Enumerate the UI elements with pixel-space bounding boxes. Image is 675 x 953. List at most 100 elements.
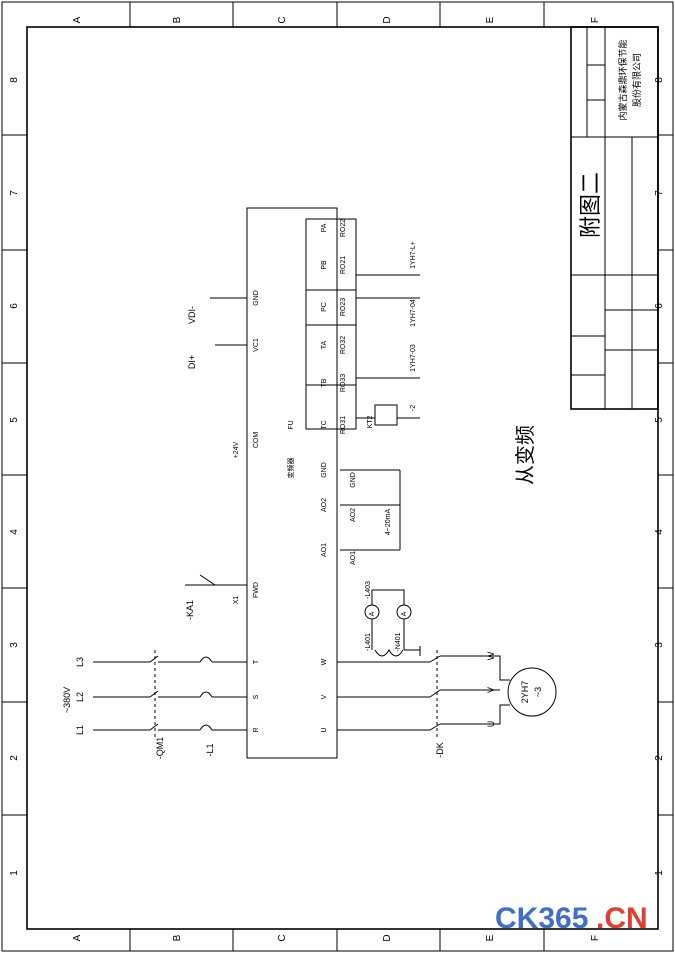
grid-numbers-right: 1 2 3 4 5 6 7 8 (654, 77, 665, 876)
motor-symbol (507, 667, 557, 717)
motor-terminal: W (486, 651, 496, 660)
relay-terminal: TA (321, 340, 328, 349)
relay-box (305, 218, 357, 430)
grid-letter: D (382, 16, 393, 23)
grid-number: 3 (9, 642, 20, 648)
grid-number: 4 (654, 529, 665, 535)
di-plus: DI+ (187, 355, 197, 369)
grid-letter: B (172, 16, 183, 23)
company-line2: 股份有限公司 (631, 53, 642, 107)
grid-number: 2 (9, 755, 20, 761)
grid-letters-bottom: A B C D E F (72, 934, 601, 941)
fault-relay-label: FU (288, 420, 295, 429)
terminal-com: COM (253, 432, 260, 449)
grid-number: 8 (654, 77, 665, 83)
vdi-minus: VDI- (187, 306, 197, 324)
motor-phase: ~3 (533, 687, 543, 697)
supply-lines (93, 650, 247, 740)
grid-number: 7 (9, 190, 20, 196)
motor-terminal: V (486, 687, 496, 693)
grid-letter: C (277, 934, 288, 941)
grid-letter: F (590, 935, 601, 941)
watermark-suffix: .CN (596, 902, 648, 935)
relay-terminal: PB (321, 260, 328, 270)
breaker-label: -QM1 (155, 737, 165, 760)
output-lines (337, 650, 510, 740)
caption: 从变频 (513, 425, 537, 485)
motor-name: 2YH7 (520, 681, 530, 704)
analog-terminal: GND (321, 462, 328, 478)
grid-letter: A (72, 934, 83, 941)
supply-24v: +24V (233, 441, 240, 458)
grid-number: 5 (9, 417, 20, 423)
range-label: 4~20mA (385, 509, 392, 536)
inner-border (26, 26, 659, 930)
grid-numbers-left: 1 2 3 4 5 6 7 8 (9, 77, 20, 876)
terminal-gnd: GND (253, 290, 260, 306)
terminal-fwd: FWD (253, 582, 260, 598)
minus2-label: -2 (410, 405, 417, 411)
relay-code: RO33 (340, 374, 347, 392)
ct-label-3: -N401 (395, 632, 402, 651)
title-block: 附图二 内蒙古森鼎环保节能 股份有限公司 (570, 26, 659, 410)
grid-letter: A (72, 16, 83, 23)
grid-letter: C (277, 16, 288, 23)
grid-letter: E (485, 934, 496, 941)
relay-code: RO21 (340, 256, 347, 274)
current-transformer (374, 649, 404, 657)
gnd-label: GND (350, 472, 357, 488)
wire-label-2: 1YH7-04 (410, 299, 417, 327)
terminal-vc1: VC1 (253, 338, 260, 352)
grid-letter: E (485, 16, 496, 23)
ammeter-label: A (401, 611, 408, 616)
wire-label-3: 1YH7-03 (410, 344, 417, 372)
output-terminal: U (321, 727, 328, 732)
ct-label-1: -L401 (365, 633, 372, 651)
input-terminal: S (253, 694, 260, 699)
ka-label: -KA1 (185, 600, 195, 620)
watermark-main: CK365 (495, 902, 588, 935)
grid-number: 4 (9, 529, 20, 535)
relay-terminal: TB (321, 378, 328, 387)
relay-terminal: PC (321, 302, 328, 312)
phase-label: L2 (75, 692, 85, 702)
ammeter-label: A (369, 611, 376, 616)
grid-letter: B (172, 934, 183, 941)
grid-number: 5 (654, 417, 665, 423)
analog-terminal: AO1 (321, 543, 328, 557)
grid-letter: F (590, 17, 601, 23)
company-line1: 内蒙古森鼎环保节能 (617, 39, 628, 120)
grid-number: 7 (654, 190, 665, 196)
terminal-x1: X1 (233, 596, 240, 605)
relay-code: RO23 (340, 298, 347, 316)
fuse-label: -L1 (205, 743, 215, 756)
drawing-title: 附图二 (579, 172, 604, 238)
relay-code: RO32 (340, 336, 347, 354)
supply-voltage: ~380V (62, 687, 72, 713)
input-terminal: R (253, 727, 260, 732)
relay-code: RO22 (340, 219, 347, 237)
grid-letter: D (382, 934, 393, 941)
contactor-label: -DK (435, 742, 445, 758)
ao1-label: AO1 (350, 551, 357, 565)
control-lines (185, 274, 420, 586)
grid-number: 6 (9, 303, 20, 309)
ao2-label: AO2 (350, 508, 357, 522)
relay-code: RO31 (340, 416, 347, 434)
analog-terminal: AO2 (321, 498, 328, 512)
output-terminal: V (321, 694, 328, 699)
relay-terminal: TC (321, 420, 328, 429)
grid-letters-top: A B C D E F (72, 16, 601, 23)
phase-label: L1 (75, 725, 85, 735)
output-terminal: W (321, 658, 328, 665)
input-terminal: T (253, 659, 260, 664)
phase-label: L3 (75, 657, 85, 667)
ct-label-2: -L403 (365, 581, 372, 599)
grid-number: 2 (654, 755, 665, 761)
grid-number: 3 (654, 642, 665, 648)
relay-terminal: PA (321, 223, 328, 232)
grid-number: 8 (9, 77, 20, 83)
kt-label: KT2 (367, 415, 374, 428)
